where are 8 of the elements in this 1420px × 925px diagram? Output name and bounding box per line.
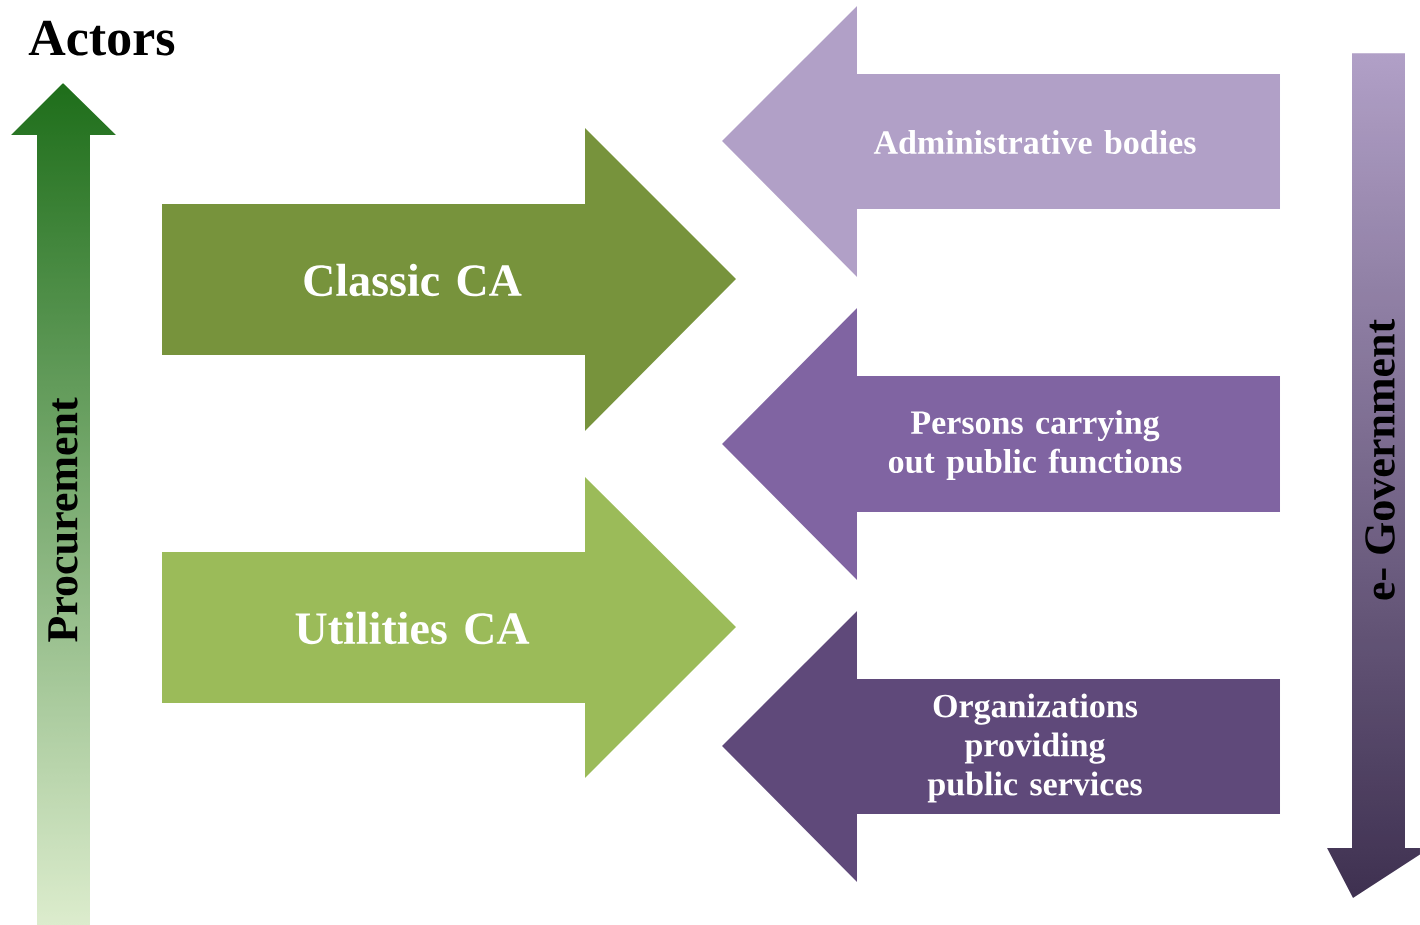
title: Actors	[28, 20, 175, 56]
pointed-banner: Persons carrying out public functions	[722, 308, 1280, 580]
pointed-banner: Classic CA	[162, 128, 736, 431]
pointed-banner: Organizations providing public services	[722, 611, 1280, 882]
pointed-banner: Administrative bodies	[722, 6, 1280, 277]
vertical-arrow: Procurement	[48, 397, 78, 642]
vertical-arrow: e- Government	[1365, 319, 1395, 600]
pointed-banner: Utilities CA	[162, 477, 736, 778]
